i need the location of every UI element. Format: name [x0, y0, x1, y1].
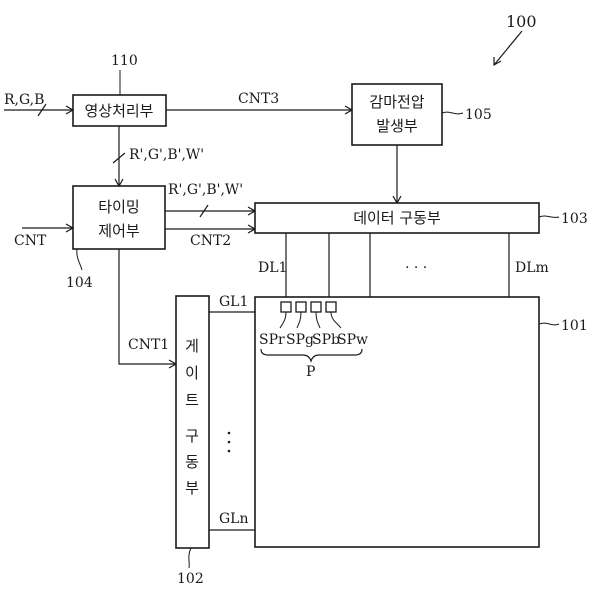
gate-driver-char-1: 게 — [185, 337, 199, 355]
subpixel-red-cell — [281, 302, 291, 312]
gate-driver-char-2: 이 — [185, 364, 199, 382]
subpixel-green-label: SPg — [286, 332, 314, 348]
gate-line-last-label: GLn — [219, 511, 249, 527]
cnt3-label: CNT3 — [238, 91, 279, 107]
subpixel-red-label: SPr — [259, 332, 285, 348]
pixel-group-label: P — [306, 364, 315, 380]
data-driver-ref-lead — [539, 216, 559, 217]
gate-driver-char-3: 트 — [185, 391, 199, 409]
gate-driver-ref-lead — [189, 548, 191, 568]
cnt2-label: CNT2 — [190, 233, 231, 249]
gamma-voltage-label-line2: 발생부 — [376, 117, 418, 135]
timing-controller-ref: 104 — [66, 275, 93, 291]
image-processor-ref: 110 — [111, 53, 138, 69]
cnt-input-label: CNT — [14, 233, 47, 249]
subpixel-blue-label: SPb — [312, 332, 340, 348]
gate-line-first-label: GL1 — [219, 294, 248, 310]
cnt1-label: CNT1 — [128, 337, 169, 353]
subpixel-blue-cell — [311, 302, 321, 312]
figure-ref-label: 100 — [506, 12, 537, 31]
data-driver-label: 데이터 구동부 — [353, 209, 441, 227]
image-processor-label: 영상처리부 — [84, 102, 153, 120]
gate-driver-char-6: 부 — [185, 479, 199, 497]
gate-line-ellipsis — [228, 432, 231, 453]
gate-driver-char-5: 동 — [185, 453, 199, 471]
rgbw-right-label: R',G',B',W' — [168, 182, 243, 198]
gamma-voltage-label-line1: 감마전압 — [369, 93, 424, 111]
display-panel-ref-lead — [539, 323, 559, 325]
gamma-voltage-ref: 105 — [465, 107, 492, 123]
subpixel-white-label: SPw — [337, 332, 368, 348]
data-line-ellipsis: · · · — [405, 260, 427, 276]
data-line-first-label: DL1 — [258, 260, 287, 276]
figure-ref-arrow — [494, 31, 522, 65]
rgb-input-label: R,G,B — [4, 92, 44, 108]
rgbw-down-label: R',G',B',W' — [129, 147, 204, 163]
display-panel-ref: 101 — [561, 318, 588, 334]
timing-controller-label-line1: 타이밍 — [98, 198, 139, 216]
gate-driver-char-4: 구 — [185, 427, 199, 445]
subpixel-white-cell — [326, 302, 336, 312]
gate-driver-ref: 102 — [177, 571, 204, 587]
timing-controller-label-line2: 제어부 — [98, 222, 140, 240]
data-driver-ref: 103 — [561, 211, 588, 227]
timing-controller-ref-lead — [77, 249, 82, 270]
subpixel-green-cell — [296, 302, 306, 312]
data-line-last-label: DLm — [515, 260, 549, 276]
gate-driver-block — [176, 296, 209, 548]
gamma-voltage-ref-lead — [442, 112, 463, 114]
